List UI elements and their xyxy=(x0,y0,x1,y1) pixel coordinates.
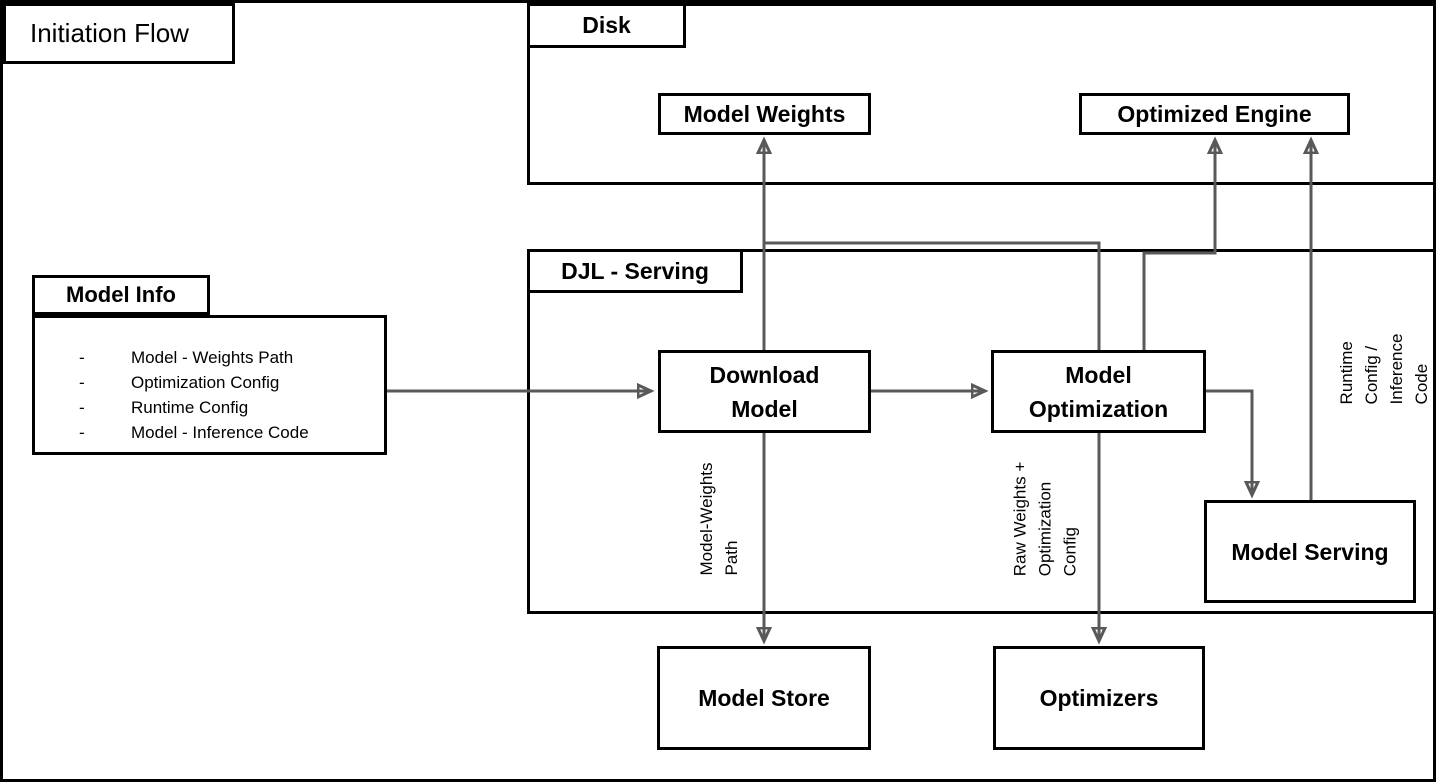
model-info-item: - Model - Weights Path xyxy=(35,345,384,370)
bullet-dash: - xyxy=(79,398,85,417)
model-info-label: Model Info xyxy=(32,275,210,315)
model-info-item-text: Optimization Config xyxy=(131,373,280,392)
node-download-model: Download Model xyxy=(658,350,871,433)
model-info-body: - Model - Weights Path - Optimization Co… xyxy=(32,315,387,455)
node-model-optimization: Model Optimization xyxy=(991,350,1206,433)
node-model-store: Model Store xyxy=(657,646,871,750)
model-info-item-text: Model - Weights Path xyxy=(131,348,294,367)
model-info-item: - Runtime Config xyxy=(35,395,384,420)
bullet-dash: - xyxy=(79,348,85,367)
edge-label-raw-weights-optimization-config: Raw Weights + Optimization Config xyxy=(1010,461,1080,577)
disk-container-label: Disk xyxy=(527,3,686,48)
diagram-title: Initiation Flow xyxy=(30,18,189,48)
edge-label-runtime-config-inference-code: Runtime Config / Inference Code xyxy=(1337,333,1431,405)
node-model-serving: Model Serving xyxy=(1204,500,1416,603)
model-info-item-text: Model - Inference Code xyxy=(131,423,309,442)
diagram-title-box: Initiation Flow xyxy=(3,3,235,64)
model-info-item-text: Runtime Config xyxy=(131,398,249,417)
model-info-item: - Model - Inference Code xyxy=(35,420,384,445)
model-info-item: - Optimization Config xyxy=(35,370,384,395)
bullet-dash: - xyxy=(79,373,85,392)
node-model-weights: Model Weights xyxy=(658,93,871,135)
bullet-dash: - xyxy=(79,423,85,442)
node-optimized-engine: Optimized Engine xyxy=(1079,93,1350,135)
disk-container xyxy=(527,3,1433,185)
djl-serving-container-label: DJL - Serving xyxy=(527,249,743,293)
node-optimizers: Optimizers xyxy=(993,646,1205,750)
edge-label-model-weights-path: Model-Weights Path xyxy=(697,462,741,576)
